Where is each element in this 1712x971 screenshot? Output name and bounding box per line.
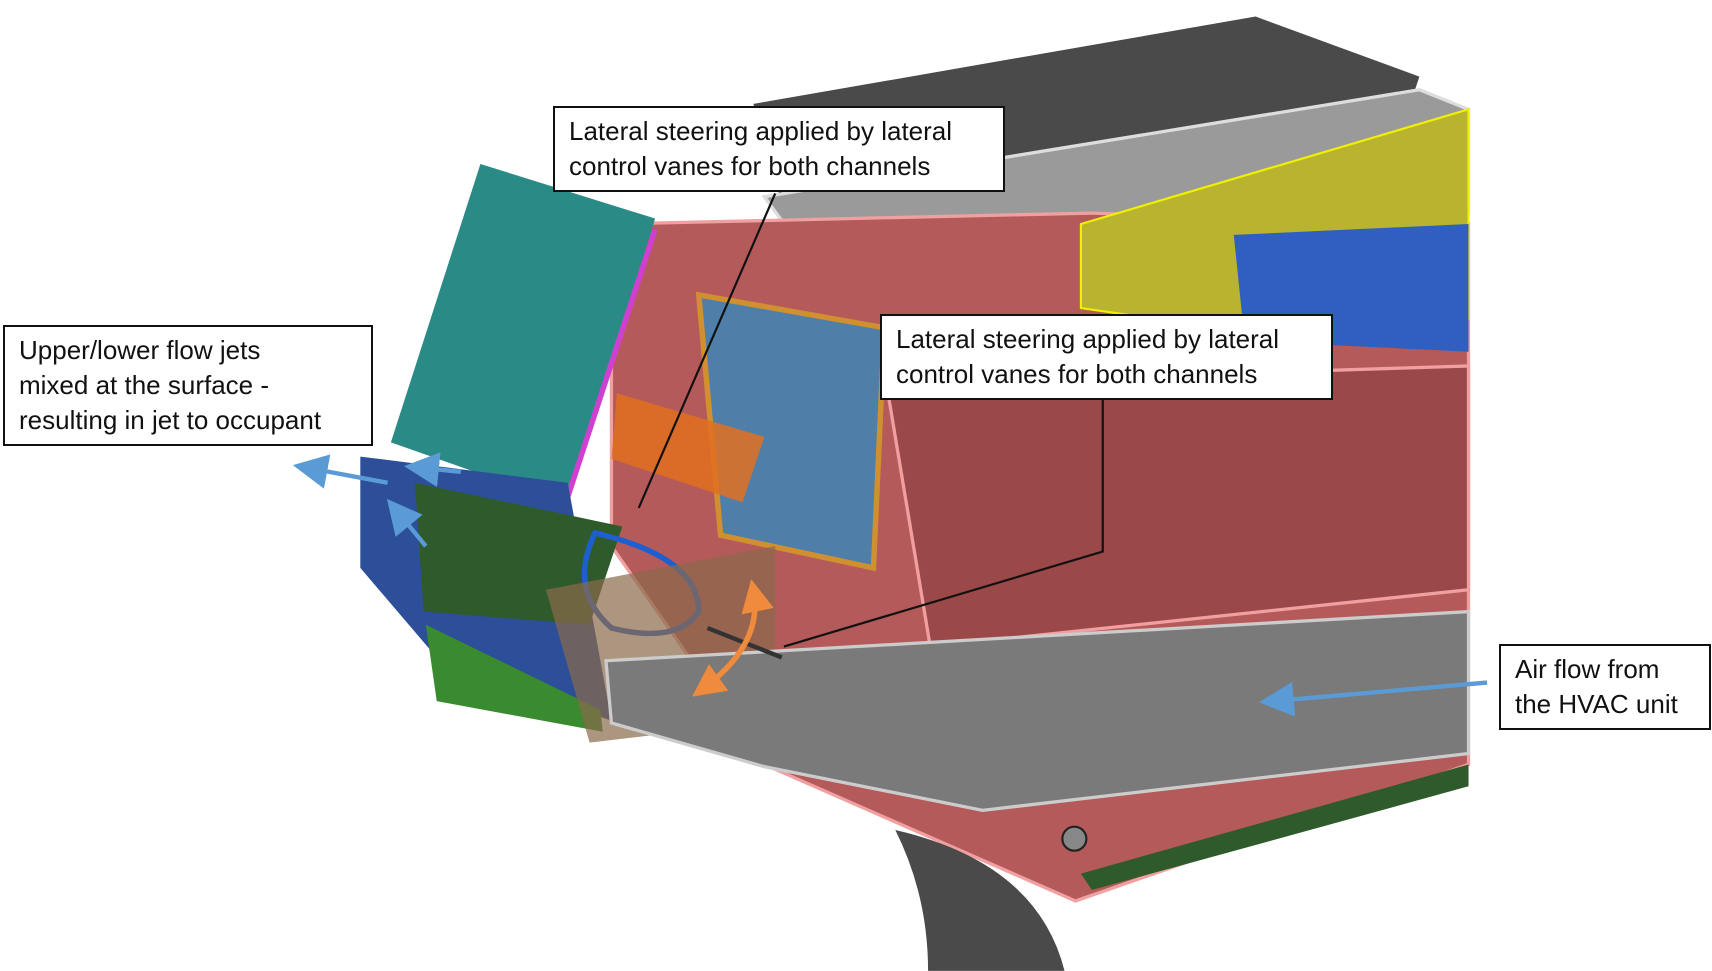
leader-line-top bbox=[637, 192, 777, 509]
callout-line: the HVAC unit bbox=[1515, 689, 1678, 719]
flow-arrow-hvac bbox=[1258, 680, 1488, 717]
flow-arrow-lower bbox=[386, 498, 428, 548]
callout-line: resulting in jet to occupant bbox=[19, 405, 322, 435]
flow-arrow-upper bbox=[404, 452, 461, 488]
green-bottom bbox=[425, 624, 603, 732]
lower-trim bbox=[1080, 764, 1469, 891]
lower-support bbox=[895, 829, 1065, 971]
gray-duct bbox=[604, 609, 1471, 812]
callout-flow-jets: Upper/lower flow jets mixed at the surfa… bbox=[3, 325, 373, 446]
callout-lateral-steering-middle: Lateral steering applied by lateral cont… bbox=[880, 314, 1333, 400]
panel-edge bbox=[565, 228, 658, 498]
callout-line: control vanes for both channels bbox=[896, 359, 1258, 389]
leader-line-middle bbox=[783, 399, 1104, 648]
callout-line: Lateral steering applied by lateral bbox=[896, 324, 1280, 354]
callout-line: mixed at the surface - bbox=[19, 370, 269, 400]
callout-line: Lateral steering applied by lateral bbox=[569, 116, 953, 146]
orange-bracket bbox=[611, 393, 765, 503]
callout-hvac-airflow: Air flow from the HVAC unit bbox=[1499, 644, 1711, 730]
fastener-icon bbox=[1061, 825, 1088, 852]
callout-line: control vanes for both channels bbox=[569, 151, 931, 181]
callout-lateral-steering-top: Lateral steering applied by lateral cont… bbox=[553, 106, 1005, 192]
vane-rotation-arrow bbox=[692, 579, 774, 697]
callout-line: Air flow from bbox=[1515, 654, 1660, 684]
flow-arrow-out bbox=[292, 454, 389, 489]
teal-panel bbox=[390, 163, 656, 505]
callout-line: Upper/lower flow jets bbox=[19, 335, 261, 365]
